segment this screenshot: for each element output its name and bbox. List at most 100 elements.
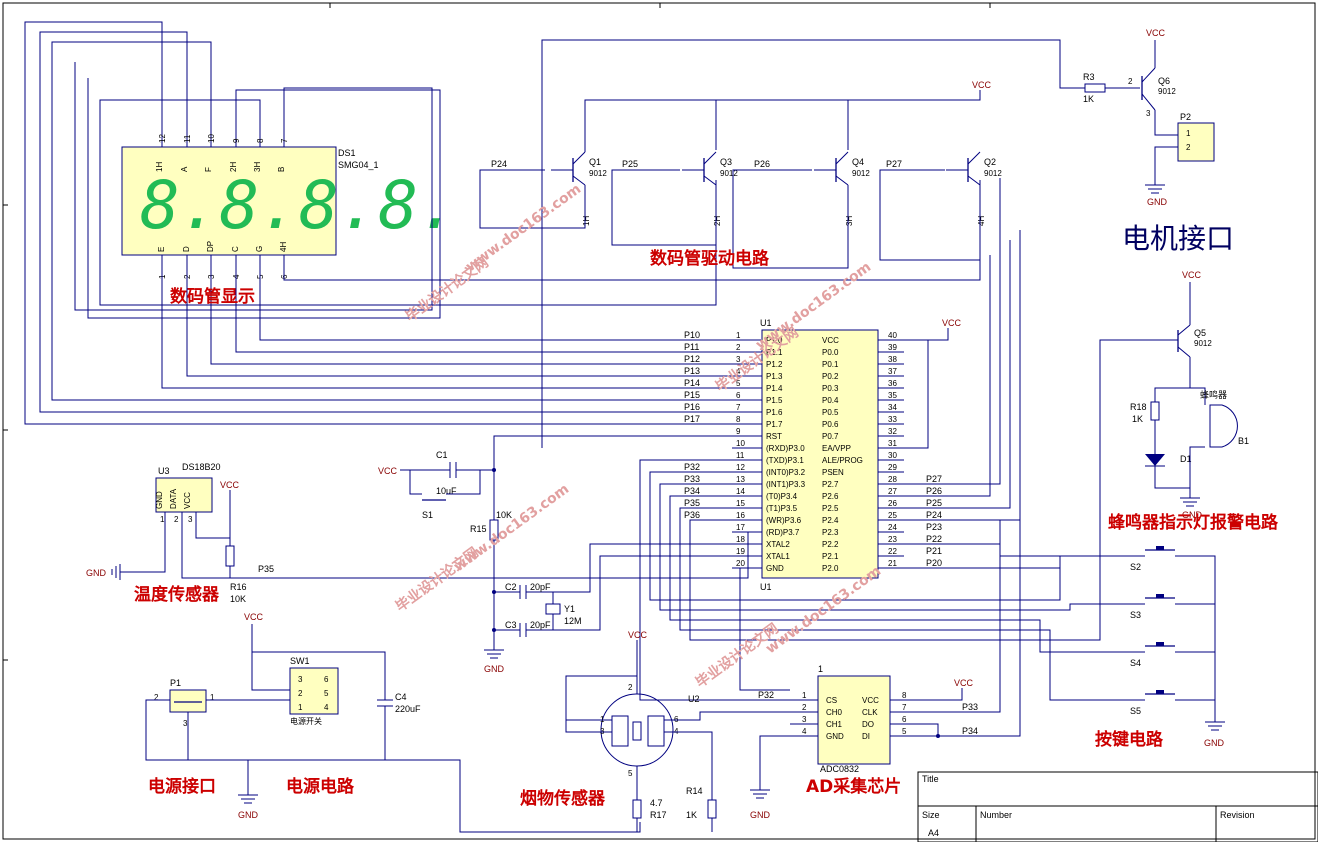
- svg-text:A4: A4: [928, 828, 939, 838]
- label-power-circuit: 电源电路: [286, 776, 355, 797]
- mcu-pin-name: P1.3: [766, 372, 783, 381]
- mcu-pin-name: VCC: [822, 336, 839, 345]
- mcu-pin-name: P2.5: [822, 504, 839, 513]
- mcu-pin-num: 23: [888, 535, 897, 544]
- mcu-pin-num: 36: [888, 379, 897, 388]
- mcu-pin-name: P2.7: [822, 480, 839, 489]
- mcu-pin-num: 6: [736, 391, 741, 400]
- mcu-pin-num: 22: [888, 547, 897, 556]
- svg-text:VCC: VCC: [972, 80, 992, 90]
- mcu-pin-name: P2.6: [822, 492, 839, 501]
- mcu-pin-name: (INT0)P3.2: [766, 468, 806, 477]
- svg-text:GND: GND: [1204, 738, 1225, 748]
- key-ref: S5: [1130, 706, 1141, 716]
- mcu-pin-num: 2: [736, 343, 741, 352]
- svg-text:2: 2: [1186, 143, 1191, 152]
- svg-text:2: 2: [298, 689, 303, 698]
- driver-transistor-ref: Q1: [589, 157, 601, 167]
- svg-text:P35: P35: [258, 564, 274, 574]
- label-seg-display: 数码管显示: [170, 286, 255, 307]
- svg-text:R18: R18: [1130, 402, 1147, 412]
- svg-text:GND: GND: [238, 810, 259, 820]
- display-top-pin: 11: [183, 134, 192, 143]
- mcu-pin-name: P1.1: [766, 348, 783, 357]
- mcu-pin-name: P0.4: [822, 396, 839, 405]
- svg-text:Title: Title: [922, 774, 939, 784]
- label-motor: 电机接口: [1122, 222, 1234, 255]
- label-buzzer: 蜂鸣器指示灯报警电路: [1108, 512, 1279, 533]
- label-adc: AD采集芯片: [806, 776, 901, 797]
- svg-text:GND: GND: [750, 810, 771, 820]
- svg-text:3: 3: [1146, 109, 1151, 118]
- label-power-port: 电源接口: [148, 776, 216, 797]
- svg-text:1K: 1K: [686, 810, 697, 820]
- mcu-pin-num: 20: [736, 559, 745, 568]
- label-keys: 按键电路: [1095, 729, 1164, 750]
- svg-text:U2: U2: [688, 694, 700, 704]
- mcu-pin-num: 26: [888, 499, 897, 508]
- svg-text:Q6: Q6: [1158, 76, 1170, 86]
- driver-transistor-ref: Q4: [852, 157, 864, 167]
- driver-transistor-ref: Q3: [720, 157, 732, 167]
- mcu-pin-num: 35: [888, 391, 897, 400]
- display-top-pin: 9: [232, 138, 241, 143]
- mcu-pin-name: P1.4: [766, 384, 783, 393]
- svg-text:1: 1: [160, 515, 165, 524]
- adc-pin-num: 6: [902, 715, 907, 724]
- svg-text:2: 2: [174, 515, 179, 524]
- display-bottom-name: G: [255, 246, 264, 252]
- mcu-pin-num: 37: [888, 367, 897, 376]
- label-temp: 温度传感器: [134, 584, 220, 605]
- svg-text:Y1: Y1: [564, 604, 575, 614]
- vcc-driver-rail: [584, 90, 981, 152]
- driver-transistor-part: 9012: [589, 169, 607, 178]
- display-top-name: A: [180, 166, 189, 172]
- mcu-pin-name: (RXD)P3.0: [766, 444, 805, 453]
- mcu-pin-name: P0.7: [822, 432, 839, 441]
- display-top-name: 1H: [155, 162, 164, 172]
- driver-transistor-part: 9012: [984, 169, 1002, 178]
- adc-pin-name: CS: [826, 696, 837, 705]
- svg-text:B1: B1: [1238, 436, 1249, 446]
- mcu-pin-name: P1.2: [766, 360, 783, 369]
- mcu-pin-name: P0.1: [822, 360, 839, 369]
- mcu-net: P33: [684, 474, 700, 484]
- adc-pin-name: CLK: [862, 708, 878, 717]
- buzzer-circuit: VCC Q5 9012 R18 1K D1 蜂鸣器 B1 GND: [1130, 270, 1249, 520]
- svg-text:Revision: Revision: [1220, 810, 1255, 820]
- mcu-pin-name: P2.1: [822, 552, 839, 561]
- mcu-pin-num: 18: [736, 535, 745, 544]
- display-top-name: B: [277, 167, 286, 172]
- mcu-pin-name: P1.6: [766, 408, 783, 417]
- mcu-pin-name: P2.3: [822, 528, 839, 537]
- mcu-pin-num: 29: [888, 463, 897, 472]
- temp-sensor: U3 DS18B20 GND DATA VCC 1 2 3 GND VCC R1…: [86, 462, 749, 604]
- mcu-pin-num: 10: [736, 439, 745, 448]
- mcu-net: P23: [926, 522, 942, 532]
- mcu-pin-num: 5: [736, 379, 741, 388]
- mcu-pin-name: P1.5: [766, 396, 783, 405]
- mcu-pin-name: (INT1)P3.3: [766, 480, 806, 489]
- mcu-pin-num: 14: [736, 487, 745, 496]
- mcu-pin-name: (TXD)P3.1: [766, 456, 804, 465]
- svg-text:6: 6: [324, 675, 329, 684]
- adc-pin-name: CH1: [826, 720, 843, 729]
- adc-pin-name: VCC: [862, 696, 879, 705]
- display-bottom-name: DP: [206, 241, 215, 252]
- svg-text:VCC: VCC: [244, 612, 264, 622]
- display-top-pin: 12: [158, 134, 167, 143]
- svg-text:10K: 10K: [496, 510, 512, 520]
- adc-pin-num: 4: [802, 727, 807, 736]
- display-bottom-name: 4H: [279, 242, 288, 252]
- smoke-sensor: U2 2 1 3 6 4 5 VCC R14 1K 4.7 R17: [565, 630, 790, 832]
- svg-text:GND: GND: [155, 491, 164, 509]
- svg-text:1K: 1K: [1132, 414, 1143, 424]
- svg-text:U3: U3: [158, 466, 170, 476]
- svg-text:P32: P32: [758, 690, 774, 700]
- power-circuit: P1 2 1 3 SW1 3 6 2 5 1 4 电源开关 VCC C4 220…: [145, 612, 641, 833]
- svg-text:P34: P34: [962, 726, 978, 736]
- mcu-pin-name: RST: [766, 432, 782, 441]
- svg-text:10K: 10K: [230, 594, 246, 604]
- mcu-pin-name: (WR)P3.6: [766, 516, 802, 525]
